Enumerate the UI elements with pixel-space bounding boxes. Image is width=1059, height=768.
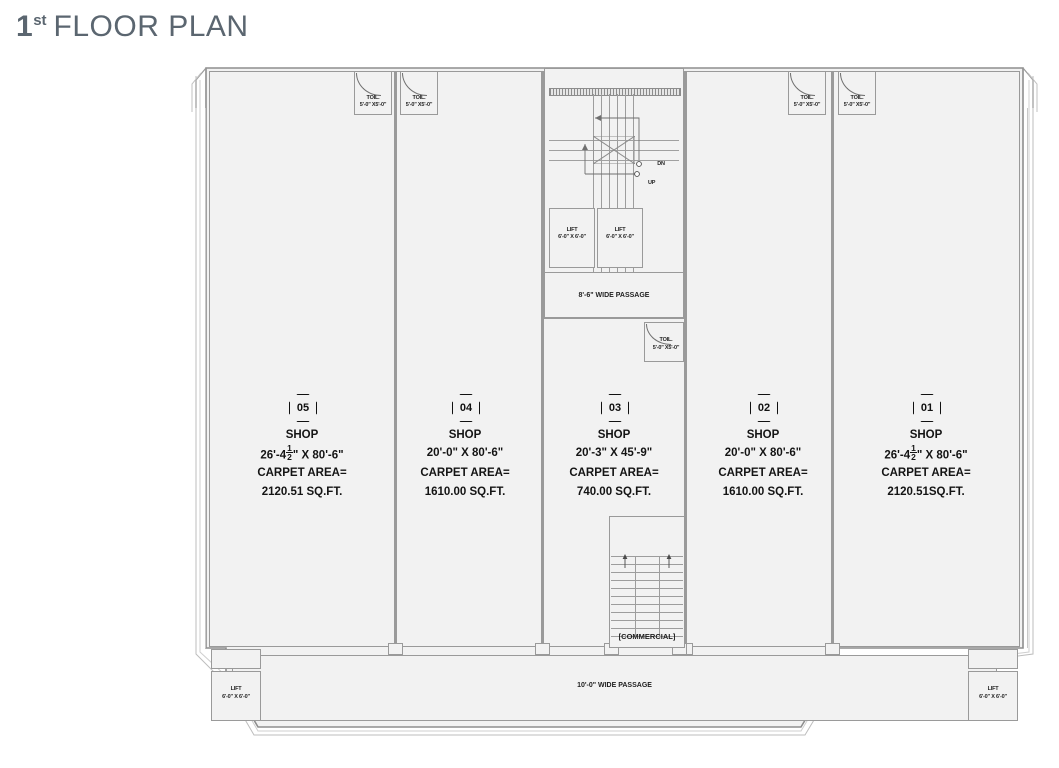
shop-04-carpet-value: 1610.00 SQ.FT. <box>424 486 506 498</box>
column-pier <box>535 643 550 655</box>
shop-03-tag-number: 03 <box>608 402 622 414</box>
shop-05-carpet-value: 2120.51 SQ.FT. <box>261 486 343 498</box>
page-title-rest: FLOOR PLAN <box>53 10 249 43</box>
lift-lobby-right <box>968 649 1018 669</box>
shop-02-type: SHOP <box>746 429 780 441</box>
lift-cabin-1 <box>549 208 595 268</box>
staircase-flight <box>549 94 679 274</box>
partition-wall-05-04 <box>394 71 397 647</box>
lift-cabin-1-size: 6'-0" X 6'-0" <box>558 234 586 240</box>
page-title-number: 1 <box>16 10 34 43</box>
shop-01-carpet-label: CARPET AREA= <box>881 467 971 479</box>
shop-04-tag-number: 04 <box>459 402 473 414</box>
commercial-stair-up-arrows <box>622 554 672 568</box>
shop-02-tag-number: 02 <box>757 402 771 414</box>
lift-cabin-2 <box>597 208 643 268</box>
toilet-3-name: TOIL. <box>800 95 814 101</box>
toilet-3-size: 5'-0" X5'-0" <box>793 102 821 108</box>
toilet-2-name: TOIL. <box>412 95 426 101</box>
shop-05-carpet-label: CARPET AREA= <box>257 467 347 479</box>
page-title-ordinal: st <box>33 12 47 29</box>
toilet-4-size: 5'-0" X5'-0" <box>843 102 871 108</box>
shop-01-tag-number: 01 <box>920 402 934 414</box>
partition-wall-02-01 <box>831 71 834 647</box>
commercial-stair-treads <box>611 556 683 637</box>
shop-05-type: SHOP <box>285 429 319 441</box>
toilet-5-size: 5'-0" X5'-0" <box>652 345 680 351</box>
bottom-passage-label: 10'-0" WIDE PASSAGE <box>577 682 652 689</box>
toilet-1-size: 5'-0" X5'-0" <box>359 102 387 108</box>
shop-05-tag-number: 05 <box>296 402 310 414</box>
outer-wall-right-line <box>1027 108 1028 648</box>
lift-cabin-3-size: 6'-0" X 6'-0" <box>222 694 250 700</box>
toilet-2-size: 5'-0" X5'-0" <box>405 102 433 108</box>
lift-cabin-2-name: LIFT <box>614 227 626 233</box>
lift-cabin-3 <box>211 671 261 721</box>
toilet-4-name: TOIL. <box>850 95 864 101</box>
shop-04-carpet-label: CARPET AREA= <box>420 467 510 479</box>
shop-03-type: SHOP <box>597 429 631 441</box>
stair-hatch-strip <box>549 88 681 96</box>
stair-direction-arrows <box>582 115 642 177</box>
shop-03-top-wall <box>544 318 687 319</box>
shop-01-type: SHOP <box>909 429 943 441</box>
stair-down-label: DN <box>657 161 665 167</box>
central-passage-label: 8'-6" WIDE PASSAGE <box>578 292 650 299</box>
shop-03-carpet-label: CARPET AREA= <box>569 467 659 479</box>
shop-02-carpet-label: CARPET AREA= <box>718 467 808 479</box>
partition-wall-03-02 <box>684 71 687 647</box>
lift-cabin-3-name: LIFT <box>230 686 242 692</box>
central-passage-room <box>544 272 684 318</box>
lift-cabin-4-size: 6'-0" X 6'-0" <box>979 694 1007 700</box>
outer-wall-left-line <box>205 108 206 648</box>
partition-wall-04-03 <box>541 71 544 647</box>
shop-02-dimension: 20'-0" X 80'-6" <box>724 447 802 459</box>
stair-up-label: UP <box>648 180 656 186</box>
shop-01-carpet-value: 2120.51SQ.FT. <box>887 486 965 498</box>
lift-cabin-2-size: 6'-0" X 6'-0" <box>606 234 634 240</box>
shop-05-tag: 05 <box>289 394 317 422</box>
shop-02-carpet-value: 1610.00 SQ.FT. <box>722 486 804 498</box>
shop-04-tag: 04 <box>452 394 480 422</box>
lift-cabin-1-name: LIFT <box>566 227 578 233</box>
commercial-stair-label: [COMMERCIAL] <box>618 632 676 641</box>
shop-01-tag: 01 <box>913 394 941 422</box>
lift-cabin-4 <box>968 671 1018 721</box>
shop-02-tag: 02 <box>750 394 778 422</box>
lift-lobby-left <box>211 649 261 669</box>
shop-03-tag: 03 <box>601 394 629 422</box>
commercial-staircase <box>609 516 685 648</box>
toilet-5-name: TOIL. <box>659 337 673 343</box>
shop-03-carpet-value: 740.00 SQ.FT. <box>576 486 652 498</box>
column-pier <box>825 643 840 655</box>
shop-04-type: SHOP <box>448 429 482 441</box>
shop-04-dimension: 20'-0" X 80'-6" <box>426 447 504 459</box>
shop-03-dimension: 20'-3" X 45'-9" <box>575 447 653 459</box>
page-title: 1st FLOOR PLAN <box>16 10 249 44</box>
lift-cabin-4-name: LIFT <box>987 686 999 692</box>
column-pier <box>388 643 403 655</box>
toilet-1-name: TOIL. <box>366 95 380 101</box>
